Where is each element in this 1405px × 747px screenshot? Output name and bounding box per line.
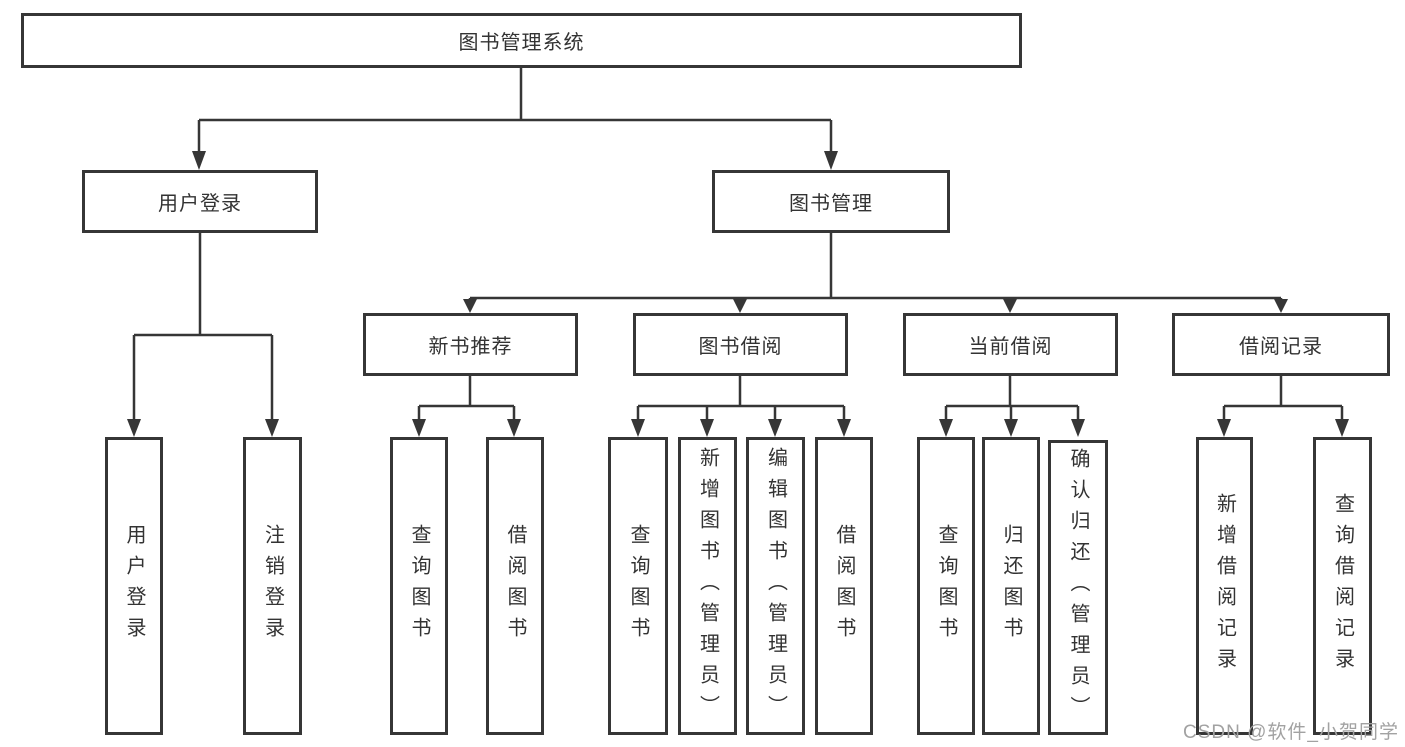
csdn-watermark: CSDN @软件_小贺同学 bbox=[1183, 722, 1399, 743]
connector-borrow-record-children bbox=[1217, 376, 1349, 437]
node-book-mgmt: 图书管理 bbox=[712, 170, 950, 233]
node-leaf-nb-borrow: 借阅图书 bbox=[486, 437, 544, 735]
node-leaf-bb-edit: 编辑图书（管理员） bbox=[746, 437, 805, 735]
connector-book-mgmt-children bbox=[463, 233, 1288, 313]
node-leaf-cb-query: 查询图书 bbox=[917, 437, 975, 735]
node-leaf-br-add: 新增借阅记录 bbox=[1196, 437, 1253, 735]
node-leaf-logout: 注销登录 bbox=[243, 437, 302, 735]
node-book-borrow: 图书借阅 bbox=[633, 313, 848, 376]
connector-root-to-level2 bbox=[192, 68, 838, 170]
node-leaf-bb-query: 查询图书 bbox=[608, 437, 668, 735]
node-new-book-rec: 新书推荐 bbox=[363, 313, 578, 376]
node-leaf-br-query: 查询借阅记录 bbox=[1313, 437, 1372, 735]
node-borrow-record: 借阅记录 bbox=[1172, 313, 1390, 376]
connector-book-borrow-children bbox=[631, 376, 851, 437]
node-leaf-nb-query: 查询图书 bbox=[390, 437, 448, 735]
node-leaf-cb-confirm: 确认归还（管理员） bbox=[1048, 440, 1108, 735]
node-leaf-cb-return: 归还图书 bbox=[982, 437, 1040, 735]
node-leaf-bb-borrow: 借阅图书 bbox=[815, 437, 873, 735]
node-root: 图书管理系统 bbox=[21, 13, 1022, 68]
connector-new-book-rec-children bbox=[412, 376, 521, 437]
node-current-borrow: 当前借阅 bbox=[903, 313, 1118, 376]
node-leaf-user-login: 用户登录 bbox=[105, 437, 163, 735]
node-user-login: 用户登录 bbox=[82, 170, 318, 233]
connector-user-login-children bbox=[127, 233, 279, 437]
connector-current-borrow-children bbox=[939, 376, 1085, 437]
node-leaf-bb-add: 新增图书（管理员） bbox=[678, 437, 737, 735]
